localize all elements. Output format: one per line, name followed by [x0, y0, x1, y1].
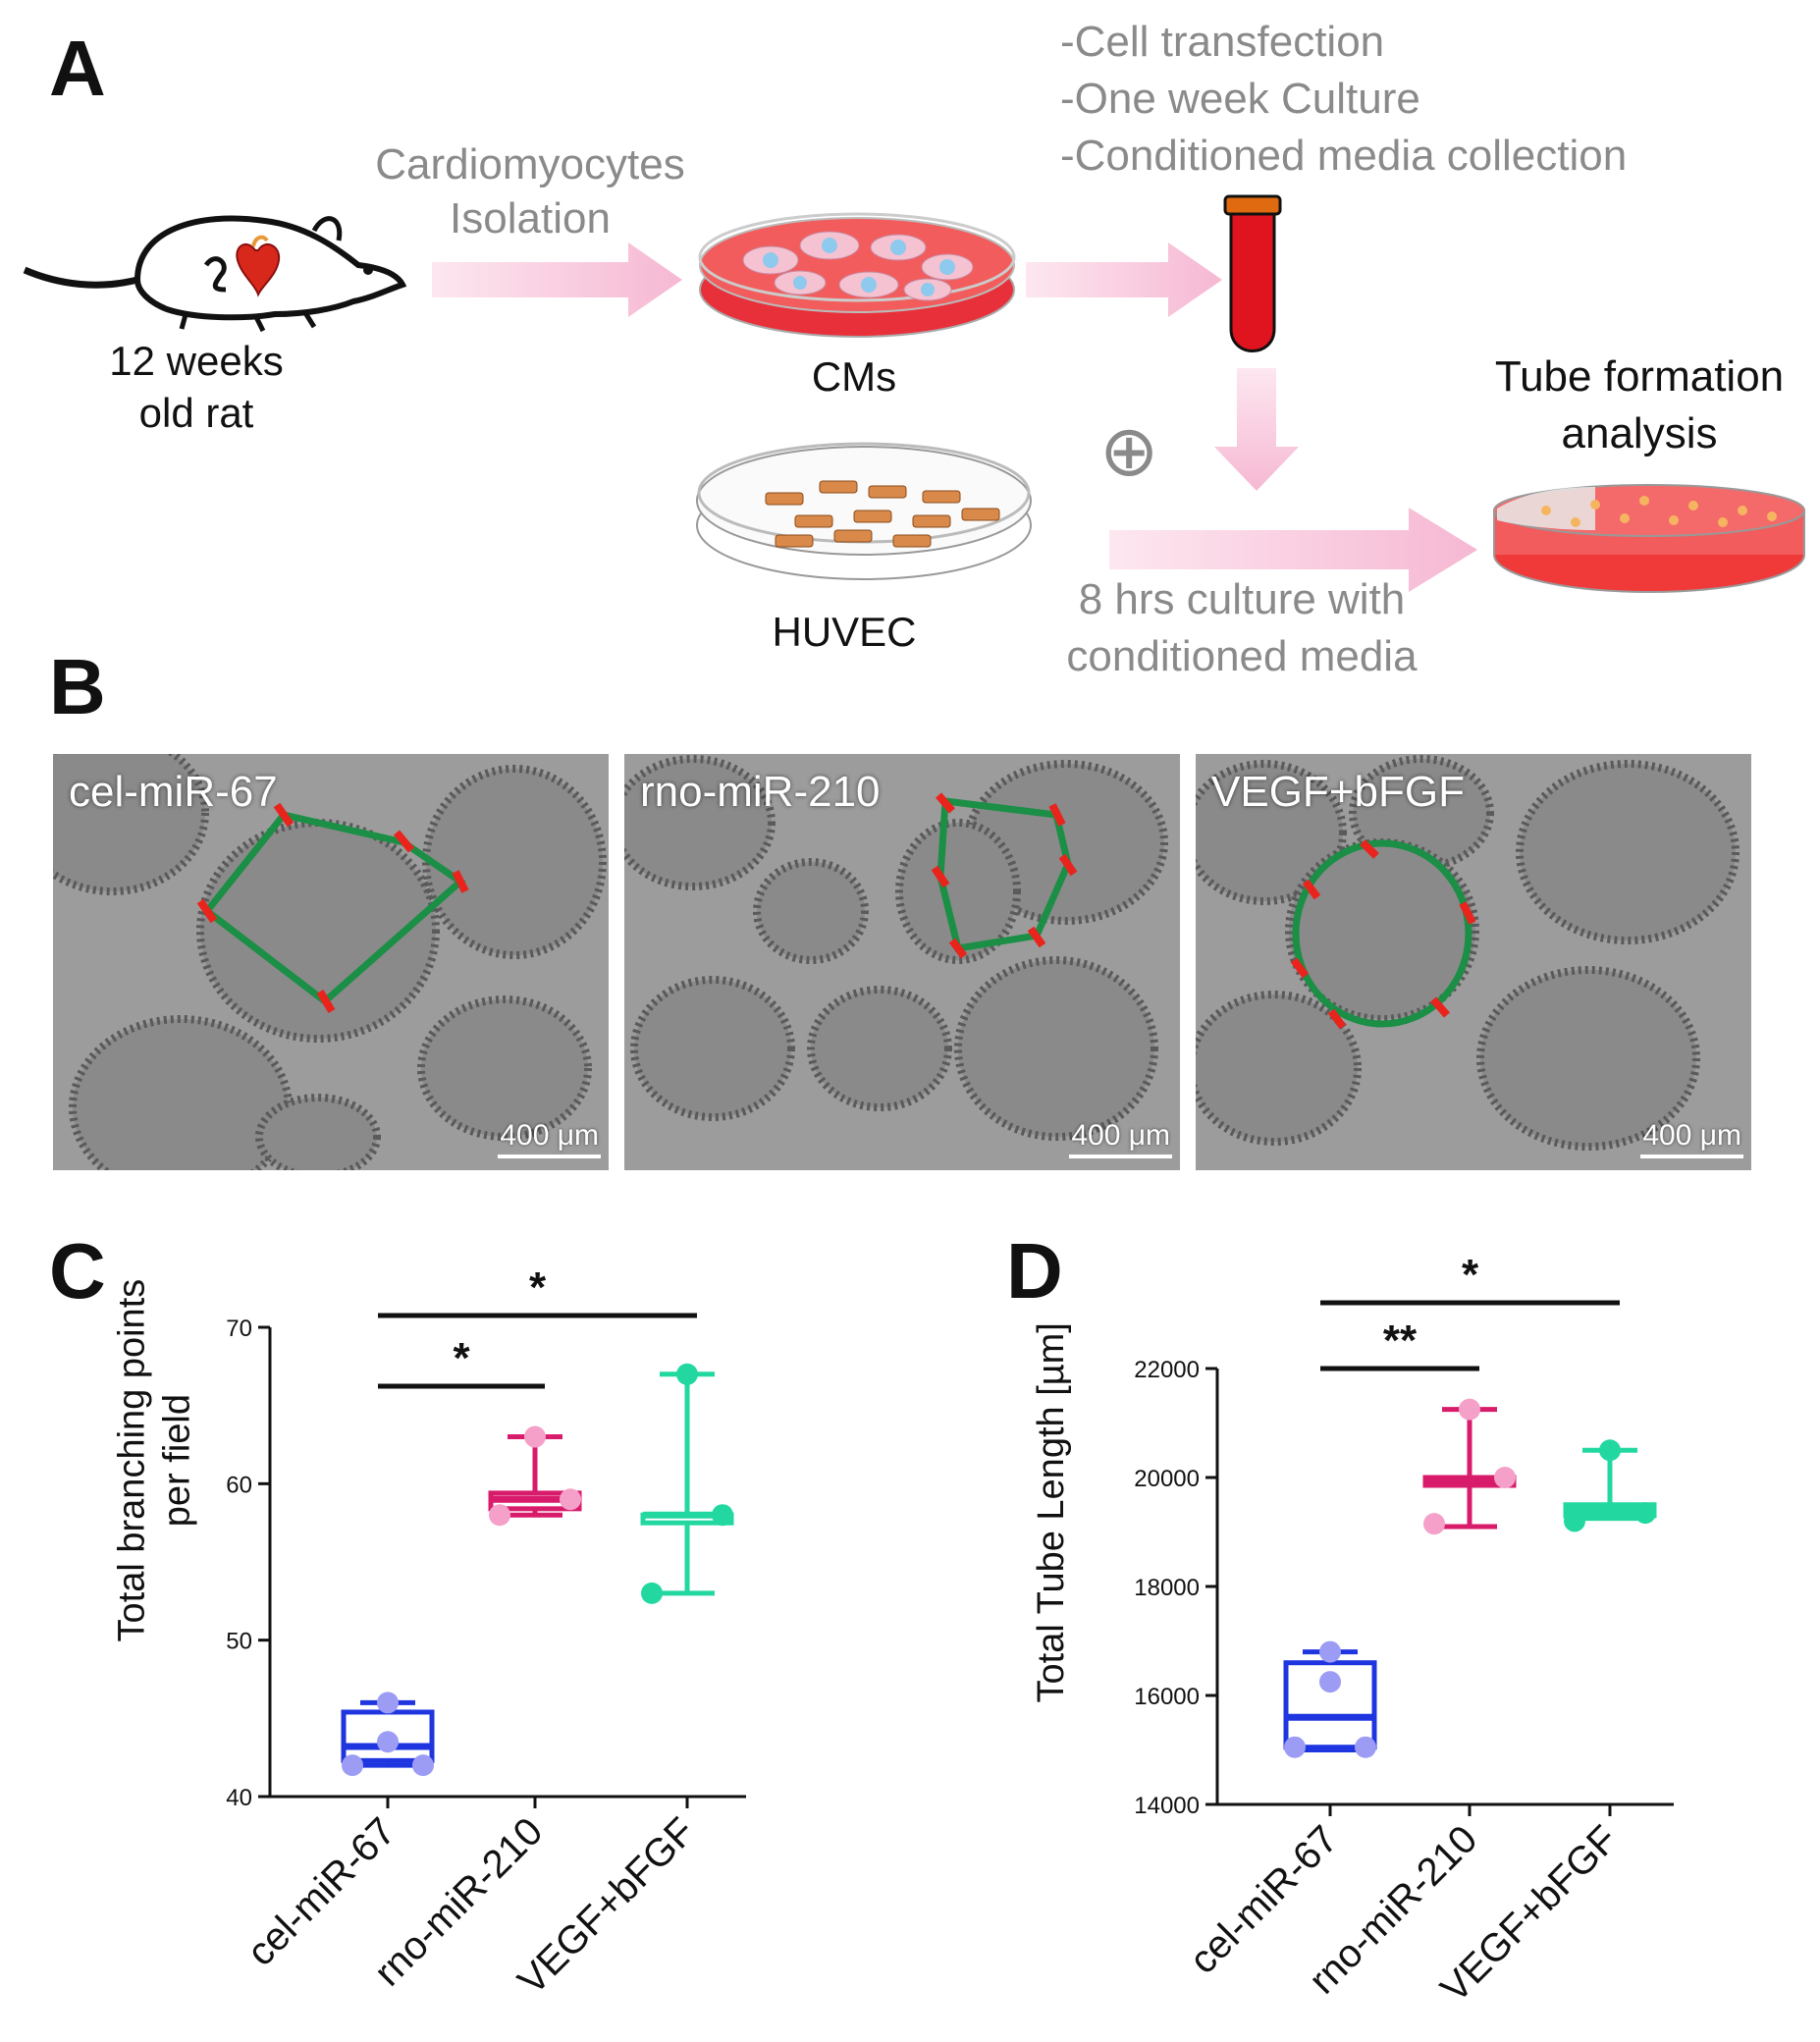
micrograph-image	[53, 754, 609, 1170]
step-collection: -Conditioned media collection	[1060, 132, 1628, 180]
data-point	[1423, 1513, 1445, 1535]
isolation-line2: Isolation	[450, 194, 611, 242]
step-transfection: -Cell transfection	[1060, 18, 1385, 66]
data-point	[377, 1731, 399, 1753]
significance-label: *	[1462, 1251, 1479, 1299]
tube-formation-line1: Tube formation	[1494, 352, 1785, 401]
rat-illustration	[23, 215, 407, 333]
data-point	[342, 1754, 363, 1777]
rat-label-line2: old rat	[138, 389, 254, 436]
micrograph-rno-mir-210: rno-miR-210 400 μm	[624, 754, 1180, 1170]
data-point	[676, 1363, 698, 1385]
significance-label: *	[529, 1263, 547, 1312]
step-culture: -One week Culture	[1060, 75, 1420, 123]
y-tick-label: 14000	[1134, 1793, 1200, 1819]
micrograph-vegf-bfgf: VEGF+bFGF 400 μm	[1196, 754, 1751, 1170]
y-tick-label: 60	[226, 1472, 252, 1498]
data-point	[489, 1504, 510, 1527]
micrograph-image	[624, 754, 1180, 1170]
y-tick-label: 20000	[1134, 1466, 1200, 1492]
data-point	[524, 1425, 546, 1448]
cms-label: CMs	[811, 353, 897, 400]
culture-line2: conditioned media	[1066, 632, 1418, 680]
y-tick-label: 40	[226, 1785, 252, 1811]
tube-formation-line2: analysis	[1561, 409, 1718, 457]
panel-d-letter: D	[1006, 1227, 1063, 1315]
micrograph-label: VEGF+bFGF	[1211, 768, 1465, 816]
y-tick-label: 50	[226, 1629, 252, 1655]
data-point	[1319, 1640, 1341, 1663]
media-tube-icon	[1223, 194, 1282, 352]
micrograph-label: cel-miR-67	[69, 768, 278, 816]
box-rno-miR-210	[1422, 1398, 1517, 1535]
rat-label-line1: 12 weeks	[109, 338, 284, 384]
micrograph-image	[1196, 754, 1751, 1170]
data-point	[1599, 1439, 1621, 1462]
box-VEGF+bFGF	[1563, 1439, 1657, 1532]
data-point	[1284, 1736, 1306, 1758]
data-point	[712, 1504, 733, 1527]
tube-down-arrow	[1214, 368, 1299, 491]
box-cel-miR-67	[1283, 1640, 1377, 1758]
scale-bar: 400 μm	[1069, 1119, 1172, 1158]
huvec-dish	[696, 442, 1032, 580]
isolation-line1: Cardiomyocytes	[375, 140, 685, 188]
isolation-arrow	[432, 242, 682, 317]
significance-label: **	[1383, 1317, 1418, 1365]
data-point	[1355, 1736, 1376, 1758]
micrograph-cel-mir-67: cel-miR-67 400 μm	[53, 754, 609, 1170]
panel-b-letter: B	[49, 643, 106, 730]
panel-a-letter: A	[49, 25, 106, 112]
scale-bar: 400 μm	[498, 1119, 601, 1158]
micrograph-label: rno-miR-210	[640, 768, 881, 816]
y-tick-label: 18000	[1134, 1575, 1200, 1601]
data-point	[412, 1754, 434, 1777]
scale-bar: 400 μm	[1640, 1119, 1743, 1158]
data-point	[1564, 1510, 1585, 1532]
y-tick-label: 70	[226, 1316, 252, 1342]
data-point	[641, 1582, 663, 1604]
cms-dish	[698, 212, 1016, 338]
y-tick-label: 22000	[1134, 1357, 1200, 1383]
data-point	[1494, 1467, 1516, 1488]
box-cel-miR-67	[341, 1692, 435, 1777]
plus-symbol: ⊕	[1099, 412, 1159, 491]
box-rno-miR-210	[488, 1425, 582, 1527]
y-tick-label: 16000	[1134, 1684, 1200, 1710]
data-point	[1634, 1502, 1656, 1525]
box-VEGF+bFGF	[640, 1363, 734, 1604]
cms-to-tube-arrow	[1026, 242, 1222, 317]
significance-label: *	[453, 1334, 470, 1382]
data-point	[560, 1488, 581, 1511]
data-point	[1459, 1398, 1480, 1421]
huvec-label: HUVEC	[772, 609, 917, 655]
data-point	[377, 1692, 399, 1714]
culture-line1: 8 hrs culture with	[1078, 575, 1406, 623]
panel-c-letter: C	[49, 1227, 106, 1315]
data-point	[1319, 1671, 1341, 1693]
heart-icon	[236, 242, 281, 297]
tube-formation-dish	[1493, 484, 1805, 593]
culture-arrow	[1109, 508, 1477, 592]
